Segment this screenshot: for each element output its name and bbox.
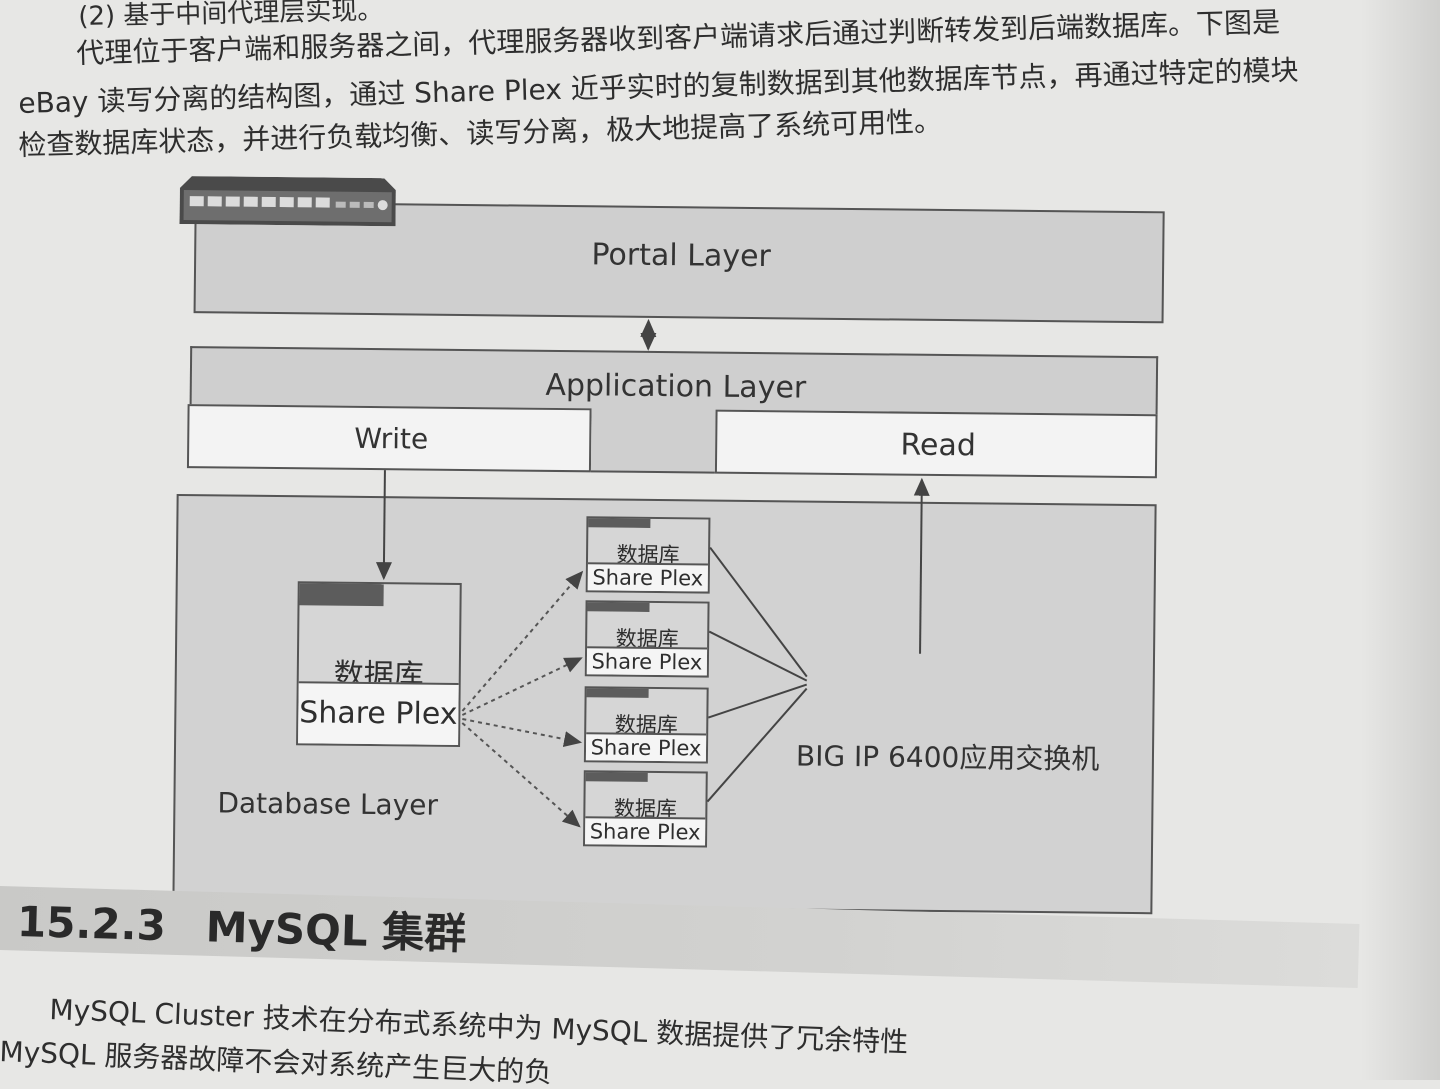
switch-link-3 bbox=[708, 684, 806, 719]
replication-arrow-1 bbox=[462, 571, 581, 712]
diagram-connectors bbox=[172, 176, 1165, 916]
paragraph-line-1: (2) 基于中间代理层实现。 bbox=[78, 0, 384, 30]
read-write-separation-diagram: Portal Layer Application Layer Write Rea… bbox=[172, 176, 1165, 916]
replication-arrow-3 bbox=[462, 719, 580, 742]
read-arrow bbox=[920, 480, 922, 654]
network-switch-icon bbox=[179, 176, 395, 226]
section-title-text: MySQL 集群 bbox=[205, 902, 467, 958]
switch-link-4 bbox=[707, 688, 806, 803]
replication-arrow-2 bbox=[462, 657, 581, 716]
switch-label: BIG IP 6400应用交换机 bbox=[796, 734, 1100, 777]
replication-arrow-4 bbox=[461, 723, 580, 826]
section-title: 15.2.3 MySQL 集群 bbox=[16, 888, 467, 962]
write-arrow bbox=[384, 470, 385, 578]
section-number: 15.2.3 bbox=[16, 897, 166, 950]
